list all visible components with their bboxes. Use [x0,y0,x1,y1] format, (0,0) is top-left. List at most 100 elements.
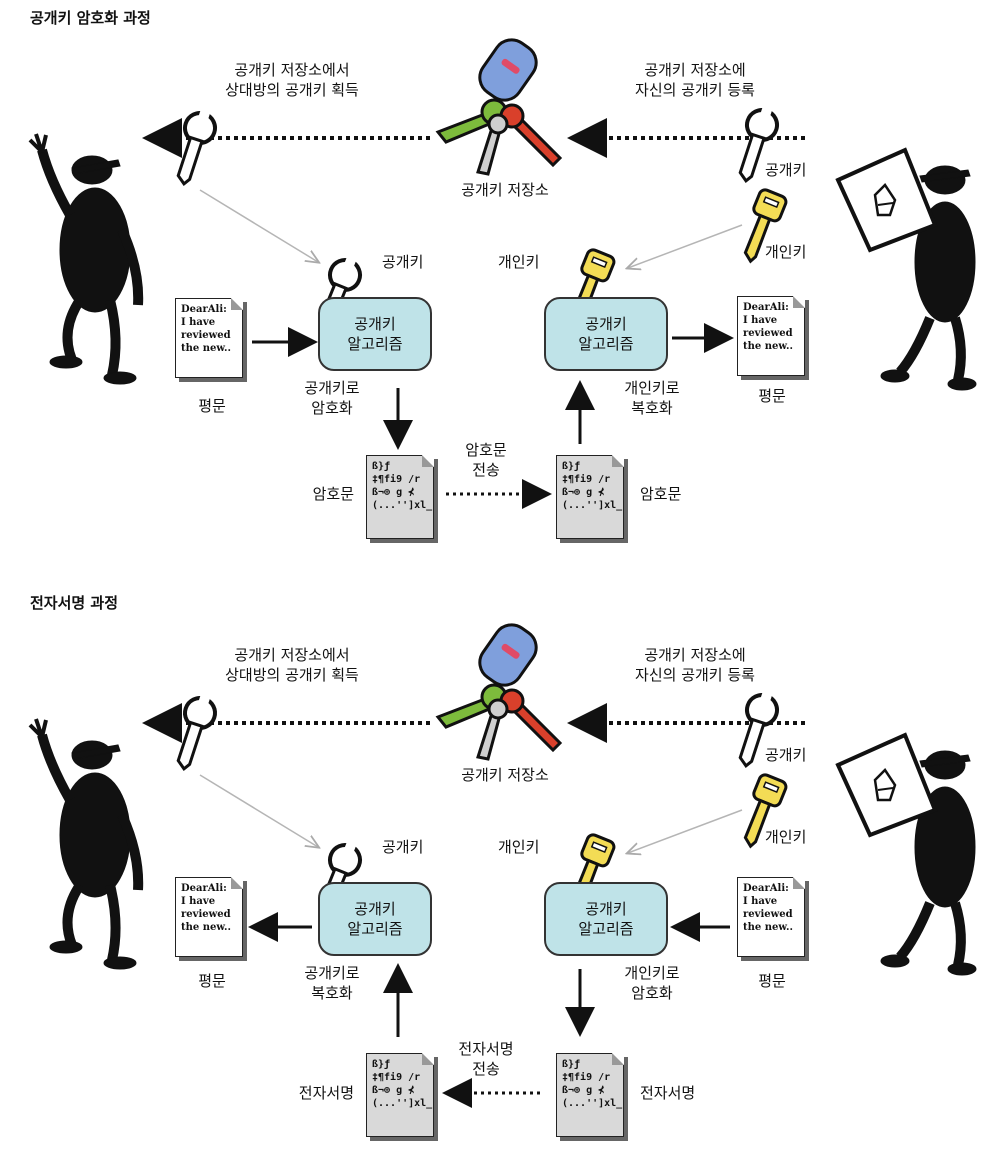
left-cipher-document: ß}ƒ ‡¶fi9 /r ß¬⊕ g ⊀ (...'']xl_ [366,1053,434,1137]
right-private-key-label: 개인키 [765,827,806,847]
plaintext-line: I have [181,895,237,908]
transfer-label: 전자서명 전송 [458,1039,513,1079]
right-top-label: 공개키 저장소에 자신의 공개키 등록 [635,60,755,100]
cipher-line: ‡¶fi9 /r [562,473,618,486]
cipher-line: ß}ƒ [562,460,618,473]
right-cipher-label: 전자서명 [640,1083,695,1103]
right-algorithm-box: 공개키 알고리즘 [544,297,668,371]
plaintext-line: the new.. [743,921,799,934]
keyring-icon [438,33,560,174]
right-top-label-line1: 공개키 저장소에 [635,645,755,665]
panel-title: 공개키 암호화 과정 [30,8,151,28]
right-algorithm-box: 공개키 알고리즘 [544,882,668,956]
left-algorithm-box-line2: 알고리즘 [347,334,402,354]
plaintext-line: the new.. [181,342,237,355]
plaintext-line: reviewed [743,908,799,921]
left-plaintext-document: DearAli: I have reviewed the new.. [175,877,243,957]
left-operation-line2: 암호화 [304,398,359,418]
right-plaintext-label: 평문 [758,971,786,991]
right-algorithm-box-line2: 알고리즘 [578,919,633,939]
center-right-key-label: 개인키 [498,837,539,857]
right-algorithm-box-line1: 공개키 [585,314,626,334]
encryption-panel: 공개키 암호화 과정 공개키 저장소에서 상대방의 공개키 획득 공개키 저장소… [0,0,992,580]
left-algorithm-box: 공개키 알고리즘 [318,297,432,371]
left-algorithm-box-line1: 공개키 [354,899,395,919]
keystore-label: 공개키 저장소 [461,180,549,200]
right-plaintext-label: 평문 [758,386,786,406]
right-top-label: 공개키 저장소에 자신의 공개키 등록 [635,645,755,685]
plaintext-line: DearAli: [181,303,237,316]
sender-figure-icon [30,134,138,384]
transfer-label-line1: 전자서명 [458,1039,513,1059]
right-plaintext-document: DearAli: I have reviewed the new.. [737,296,805,376]
gray-arrow-right [628,225,742,268]
left-cipher-document: ß}ƒ ‡¶fi9 /r ß¬⊕ g ⊀ (...'']xl_ [366,455,434,539]
plaintext-line: reviewed [181,329,237,342]
right-private-key-label: 개인키 [765,242,806,262]
left-plaintext-label: 평문 [198,396,226,416]
left-top-label-line1: 공개키 저장소에서 [225,60,359,80]
right-algorithm-box-line2: 알고리즘 [578,334,633,354]
transfer-label-line2: 전송 [465,460,506,480]
sender-figure-icon [30,719,138,969]
plaintext-line: I have [743,895,799,908]
left-top-label: 공개키 저장소에서 상대방의 공개키 획득 [225,645,359,685]
plaintext-line: the new.. [181,921,237,934]
plaintext-line: I have [743,314,799,327]
cipher-line: (...'']xl_ [372,1097,428,1110]
cipher-line: ‡¶fi9 /r [372,1071,428,1084]
right-operation-line2: 암호화 [624,983,679,1003]
cipher-line: ß¬⊕ g ⊀ [562,1084,618,1097]
left-top-label-line1: 공개키 저장소에서 [225,645,359,665]
public-key-icon-left [168,691,220,773]
center-left-key-label: 공개키 [382,837,423,857]
center-right-key-label: 개인키 [498,252,539,272]
plaintext-line: reviewed [743,327,799,340]
left-operation-line1: 공개키로 [304,963,359,983]
plaintext-line: the new.. [743,340,799,353]
cipher-line: ß¬⊕ g ⊀ [562,486,618,499]
transfer-label-line1: 암호문 [465,440,506,460]
diagram-graphics [0,0,992,580]
right-plaintext-document: DearAli: I have reviewed the new.. [737,877,805,957]
gray-arrow-left [200,190,318,262]
cipher-line: ß}ƒ [562,1058,618,1071]
cipher-line: ‡¶fi9 /r [372,473,428,486]
cipher-line: (...'']xl_ [372,499,428,512]
gray-arrow-left [200,775,318,847]
left-top-label-line2: 상대방의 공개키 획득 [225,665,359,685]
keystore-label: 공개키 저장소 [461,765,549,785]
right-cipher-document: ß}ƒ ‡¶fi9 /r ß¬⊕ g ⊀ (...'']xl_ [556,455,624,539]
plaintext-line: I have [181,316,237,329]
center-left-key-label: 공개키 [382,252,423,272]
left-algorithm-box-line2: 알고리즘 [347,919,402,939]
receiver-figure-icon [838,735,976,975]
right-cipher-document: ß}ƒ ‡¶fi9 /r ß¬⊕ g ⊀ (...'']xl_ [556,1053,624,1137]
cipher-line: ß}ƒ [372,460,428,473]
plaintext-line: reviewed [181,908,237,921]
transfer-label: 암호문 전송 [465,440,506,480]
left-plaintext-label: 평문 [198,971,226,991]
left-plaintext-document: DearAli: I have reviewed the new.. [175,298,243,378]
right-top-label-line2: 자신의 공개키 등록 [635,665,755,685]
left-operation-label: 공개키로 복호화 [304,963,359,1003]
left-algorithm-box-line1: 공개키 [354,314,395,334]
right-public-key-label: 공개키 [765,160,806,180]
left-operation-line1: 공개키로 [304,378,359,398]
plaintext-line: DearAli: [743,882,799,895]
right-operation-line1: 개인키로 [624,963,679,983]
cipher-line: ß}ƒ [372,1058,428,1071]
left-top-label: 공개키 저장소에서 상대방의 공개키 획득 [225,60,359,100]
right-algorithm-box-line1: 공개키 [585,899,626,919]
cipher-line: ß¬⊕ g ⊀ [372,486,428,499]
gray-arrow-right [628,810,742,853]
keyring-icon [438,618,560,759]
cipher-line: ‡¶fi9 /r [562,1071,618,1084]
right-operation-label: 개인키로 암호화 [624,963,679,1003]
cipher-line: ß¬⊕ g ⊀ [372,1084,428,1097]
cipher-line: (...'']xl_ [562,499,618,512]
left-algorithm-box: 공개키 알고리즘 [318,882,432,956]
signature-panel: 전자서명 과정 공개키 저장소에서 상대방의 공개키 획득 공개키 저장소에 자… [0,585,992,1165]
right-cipher-label: 암호문 [640,484,681,504]
plaintext-line: DearAli: [743,301,799,314]
